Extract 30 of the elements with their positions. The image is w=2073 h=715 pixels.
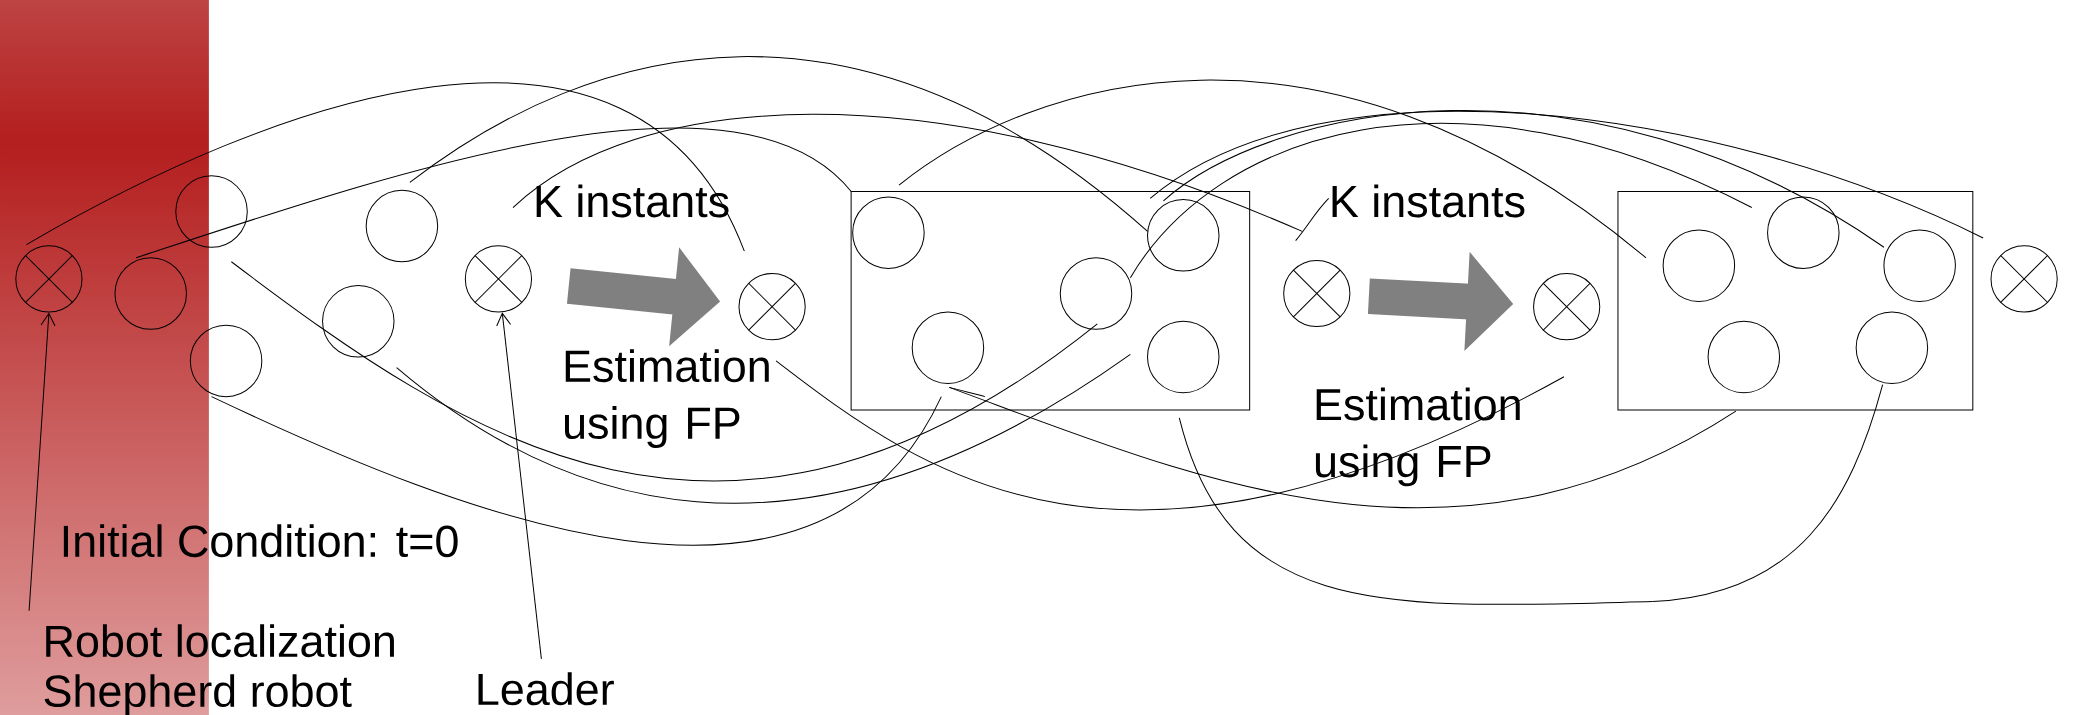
robot-marker bbox=[15, 245, 83, 313]
node-text: Robot localization Shepherd robot bbox=[44, 624, 394, 715]
leader-line bbox=[496, 312, 542, 660]
circle bbox=[1059, 257, 1133, 330]
circle bbox=[1662, 229, 1736, 302]
circle bbox=[1767, 196, 1840, 269]
annotation: Initial Condition: t=0 bbox=[63, 524, 458, 558]
robot-marker bbox=[1533, 273, 1601, 341]
circle bbox=[1147, 320, 1220, 394]
circle bbox=[1707, 320, 1781, 394]
circle bbox=[852, 196, 925, 269]
group-box bbox=[1617, 190, 1974, 411]
circle bbox=[1855, 311, 1929, 384]
node-text: Leader bbox=[478, 672, 614, 706]
circle bbox=[911, 311, 985, 384]
robot-marker bbox=[464, 245, 533, 313]
leader-line bbox=[28, 312, 56, 612]
circle bbox=[175, 175, 248, 248]
robot-marker bbox=[1990, 245, 2058, 313]
annotation: K instants bbox=[1332, 184, 1525, 218]
circle bbox=[189, 324, 263, 398]
robot-marker bbox=[1283, 259, 1351, 327]
circle bbox=[322, 284, 395, 358]
circle bbox=[365, 189, 439, 263]
circle bbox=[1147, 198, 1220, 272]
annotation: Estimation using FP bbox=[565, 349, 769, 448]
circle bbox=[114, 257, 187, 330]
circle bbox=[1883, 229, 1956, 302]
robot-marker bbox=[738, 273, 806, 341]
group-box bbox=[850, 190, 1251, 411]
